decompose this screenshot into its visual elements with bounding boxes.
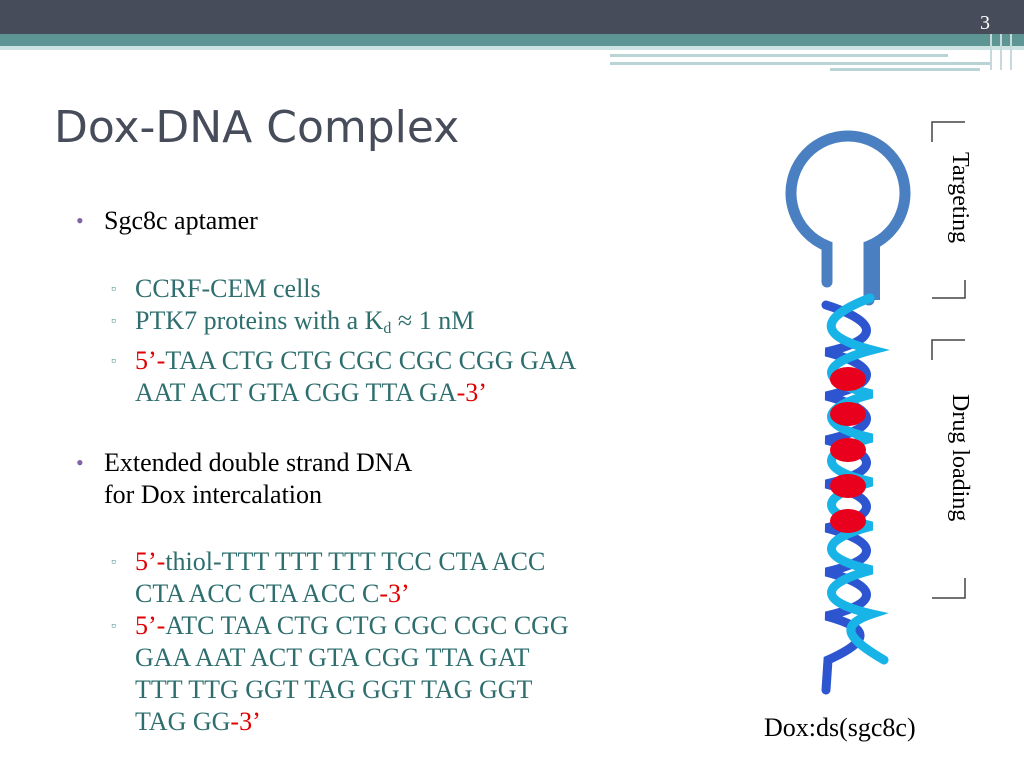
sequence-text: TAA CTG CTG CGC CGC CGG GAA <box>165 346 577 375</box>
square-bullet-icon: ▫ <box>111 314 116 329</box>
square-bullet-icon: ▫ <box>111 619 116 634</box>
sequence-text: TAG GG <box>135 707 231 736</box>
bullet-dot-icon: • <box>76 450 84 475</box>
five-prime-label: 5’- <box>135 346 166 375</box>
sequence-text: CTA ACC CTA ACC C <box>135 579 380 608</box>
deco-line <box>1000 34 1002 70</box>
subscript-d: d <box>383 320 392 337</box>
bullet-text: Sgc8c aptamer <box>104 206 258 235</box>
sub-bullet-ptk7: ▫ PTK7 proteins with a Kd ≈ 1 nM <box>70 305 690 345</box>
sequence-text: GAA AAT ACT GTA CGG TTA GAT <box>135 643 530 672</box>
bullet-sgc8c: • Sgc8c aptamer <box>70 205 690 237</box>
dox-molecule <box>830 474 866 498</box>
bullet-text: Extended double strand DNA <box>104 448 413 477</box>
sequence-text: thiol-TTT TTT TTT TCC CTA ACC <box>165 547 546 576</box>
deco-line <box>610 54 948 57</box>
sub-bullet-text: CCRF-CEM cells <box>135 274 321 303</box>
accent-band <box>0 34 1024 46</box>
square-bullet-icon: ▫ <box>111 282 116 297</box>
five-prime-label: 5’- <box>135 547 166 576</box>
dox-molecules <box>830 367 866 533</box>
dox-molecule <box>830 402 866 426</box>
three-prime-label: -3’ <box>456 378 487 407</box>
square-bullet-icon: ▫ <box>111 555 116 570</box>
deco-line <box>1010 34 1012 70</box>
dox-molecule <box>830 509 866 533</box>
bullet-dot-icon: • <box>76 208 84 233</box>
sub-bullet-sequence: ▫ 5’-thiol-TTT TTT TTT TCC CTA ACC CTA A… <box>70 546 690 610</box>
five-prime-label: 5’- <box>135 611 166 640</box>
sub-bullet-sequence: ▫ 5’-TAA CTG CTG CGC CGC CGG GAA AAT ACT… <box>70 345 690 409</box>
aptamer-loop <box>785 130 911 306</box>
sequence-text: AAT ACT GTA CGG TTA GA <box>135 378 457 407</box>
dox-molecule <box>830 438 866 462</box>
helix-strand-dark <box>821 300 871 695</box>
targeting-label: Targeting <box>947 152 973 244</box>
targeting-bracket <box>931 121 966 299</box>
slide-title: Dox-DNA Complex <box>54 102 460 153</box>
sequence-text: TTT TTG GGT TAG GGT TAG GGT <box>135 675 533 704</box>
deco-line <box>830 68 980 71</box>
top-bar <box>0 0 1024 34</box>
bullet-text: for Dox intercalation <box>104 480 323 509</box>
bullet-extended-dna: • Extended double strand DNA for Dox int… <box>70 447 690 511</box>
square-bullet-icon: ▫ <box>111 354 116 369</box>
drug-loading-bracket <box>931 339 966 599</box>
sub-bullet-text: PTK7 proteins with a K <box>135 306 384 335</box>
three-prime-label: -3’ <box>379 579 410 608</box>
dox-molecule <box>830 367 866 391</box>
drug-loading-label: Drug loading <box>947 394 973 522</box>
three-prime-label: -3’ <box>230 707 261 736</box>
sub-bullet-cells: ▫ CCRF-CEM cells <box>70 273 690 305</box>
figure-caption: Dox:ds(sgc8c) <box>764 713 916 742</box>
bullet-list: • Sgc8c aptamer ▫ CCRF-CEM cells ▫ PTK7 … <box>70 205 690 738</box>
sequence-text: ATC TAA CTG CTG CGC CGC CGG <box>165 611 569 640</box>
sub-bullet-text: ≈ 1 nM <box>391 306 475 335</box>
deco-line <box>610 62 990 65</box>
sub-bullet-sequence: ▫ 5’-ATC TAA CTG CTG CGC CGC CGG GAA AAT… <box>70 610 690 738</box>
helix-strand-light <box>826 293 890 665</box>
accent-band-light <box>0 46 1024 50</box>
deco-line <box>990 34 992 70</box>
slide-number: 3 <box>980 12 990 34</box>
